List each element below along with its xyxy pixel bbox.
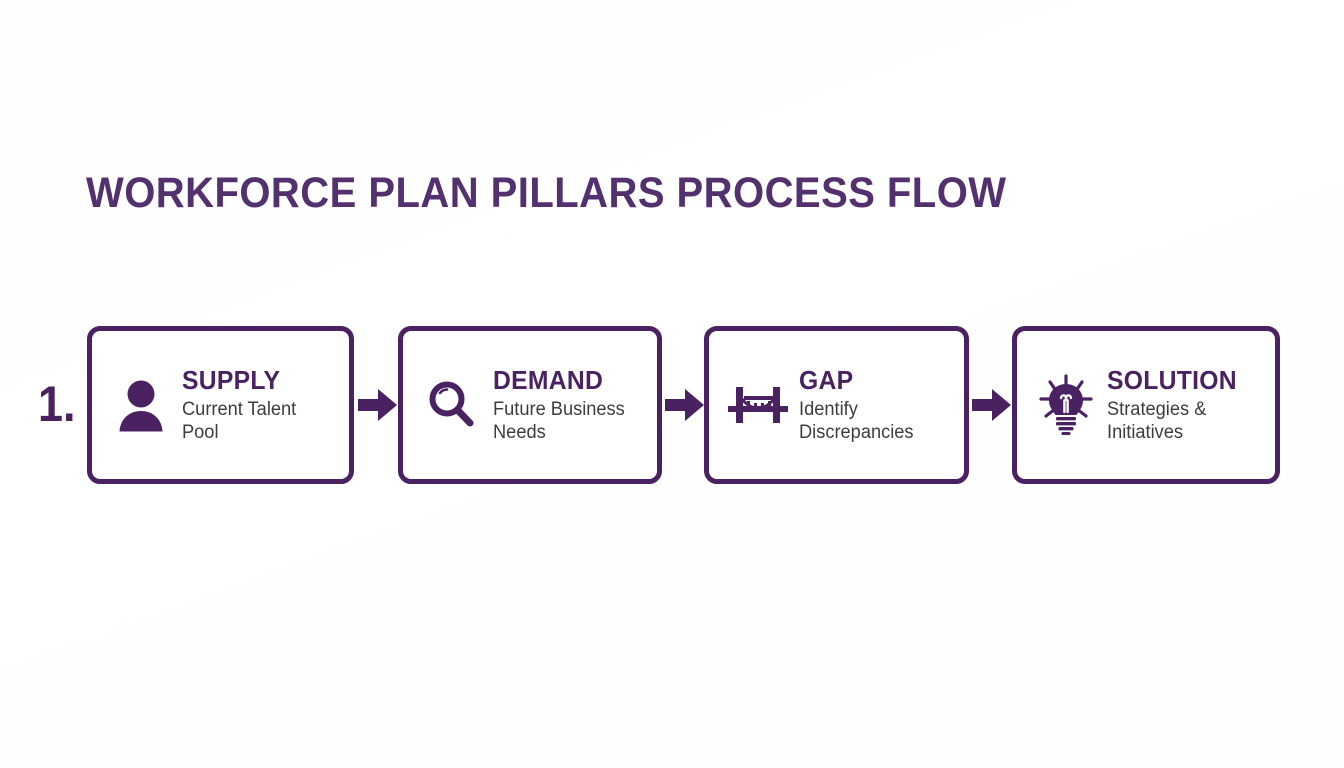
- step-number: 1.: [38, 376, 76, 432]
- flow-card-heading: DEMAND: [493, 365, 604, 395]
- flow-card-supply[interactable]: SUPPLY Current Talent Pool: [87, 326, 354, 484]
- process-flow: SUPPLY Current Talent Pool DEMAND Future…: [0, 326, 1344, 486]
- lightbulb-icon: [1035, 370, 1097, 440]
- flow-card-subtitle: Strategies & Initiatives: [1107, 399, 1207, 443]
- magnifying-glass-icon: [421, 370, 483, 440]
- flow-card-solution[interactable]: SOLUTION Strategies & Initiatives: [1012, 326, 1280, 484]
- flow-card-heading: GAP: [799, 365, 854, 395]
- flow-card-heading: SUPPLY: [182, 365, 281, 395]
- arrow-right-icon: [972, 388, 1012, 422]
- arrow-right-icon: [358, 388, 398, 422]
- flow-card-subtitle: Current Talent Pool: [182, 399, 297, 443]
- flow-card-text: SOLUTION Strategies & Initiatives: [1107, 366, 1244, 444]
- arrow-right-icon: [665, 388, 705, 422]
- flow-card-subtitle: Identify Discrepancies: [799, 399, 914, 443]
- page-title: WORKFORCE PLAN PILLARS PROCESS FLOW: [86, 169, 1007, 217]
- bridge-icon: [727, 370, 789, 440]
- flow-card-gap[interactable]: GAP Identify Discrepancies: [704, 326, 969, 484]
- flow-card-text: DEMAND Future Business Needs: [493, 366, 643, 444]
- flow-card-heading: SOLUTION: [1107, 365, 1237, 395]
- flow-card-text: SUPPLY Current Talent Pool: [182, 366, 332, 444]
- flow-card-subtitle: Future Business Needs: [493, 399, 625, 443]
- person-icon: [110, 370, 172, 440]
- flow-card-text: GAP Identify Discrepancies: [799, 366, 939, 444]
- flow-card-demand[interactable]: DEMAND Future Business Needs: [398, 326, 662, 484]
